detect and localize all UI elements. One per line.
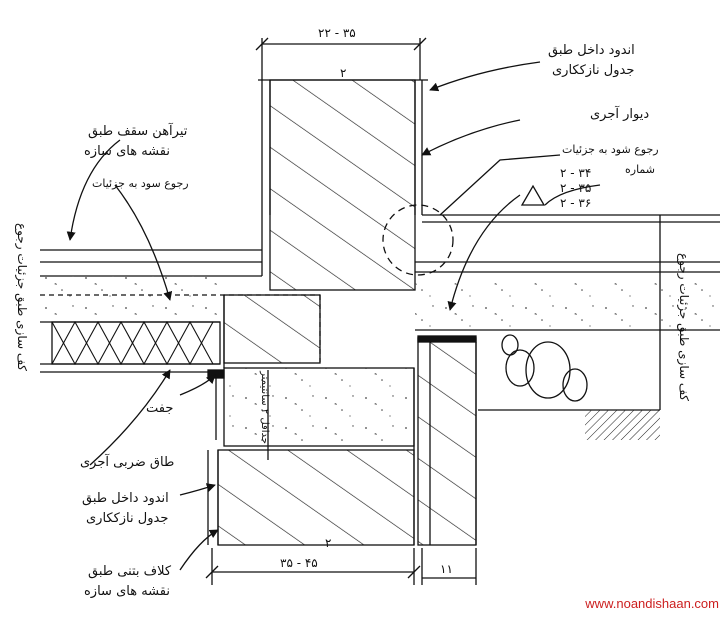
- detail-number-2: ۲ - ۳۵: [560, 181, 592, 195]
- right-wall: [417, 337, 477, 546]
- plaster-label-top-line1: اندود داخل طبق: [548, 43, 635, 58]
- lower-brick-wall: [217, 449, 415, 546]
- ground-hatch: [585, 410, 660, 440]
- brick-arch: [51, 321, 221, 365]
- bottom-dimension-label: ۳۵ - ۴۵: [280, 556, 318, 570]
- bottom-plaster-label-line1: اندود داخل طبق: [82, 491, 169, 506]
- detail-number-1: ۲ - ۳۴: [560, 166, 592, 180]
- gap-label: جفت: [146, 401, 174, 416]
- concrete-tie-beam: [223, 367, 415, 447]
- top-dimension-label: ۲۲ - ۳۵: [318, 26, 356, 40]
- refer-note-label: رجوع سود به جزئیات: [92, 177, 189, 190]
- tie-beam-label-line2: نقشه های سازه: [84, 584, 170, 599]
- wall-mark-bottom: ۲: [325, 536, 332, 550]
- right-vertical-label: کف سازی طبق جزئیات رجوع: [677, 253, 691, 401]
- tie-beam-label-line1: کلاف بتنی طبق: [88, 564, 172, 579]
- detail-number-3: ۲ - ۳۶: [560, 196, 592, 210]
- upper-brick-wall: [269, 79, 416, 291]
- tie-note-label: حداقل ۲ سانتیمتر: [258, 371, 270, 444]
- refer-details-label: رجوع شود به جزئیات: [562, 143, 659, 156]
- brick-wall-label: دیوار آجری: [590, 107, 650, 122]
- right-dimension-label: ۱۱: [440, 562, 453, 576]
- left-vertical-label: کف سازی طبق جزئیات رجوع: [15, 223, 29, 371]
- steel-beam: [207, 369, 225, 379]
- detail-triangle: [520, 184, 546, 206]
- website-link[interactable]: www.noandishaan.com: [585, 596, 719, 611]
- left-floor-fill: [40, 276, 220, 318]
- wall-mark-top: ۲: [340, 66, 347, 80]
- arch-label: طاق ضربی آجری: [80, 455, 175, 470]
- plaster-label-top-line2: جدول نازککاری: [552, 63, 635, 78]
- bottom-plaster-label-line2: جدول نازککاری: [86, 511, 169, 526]
- steel-beam-label-line1: تیرآهن سقف طبق: [88, 124, 188, 139]
- detail-callout-circle: [382, 204, 454, 276]
- steel-beam-label-line2: نقشه های سازه: [84, 144, 170, 159]
- right-floor-fill: [415, 280, 715, 330]
- number-label: شماره: [625, 163, 656, 176]
